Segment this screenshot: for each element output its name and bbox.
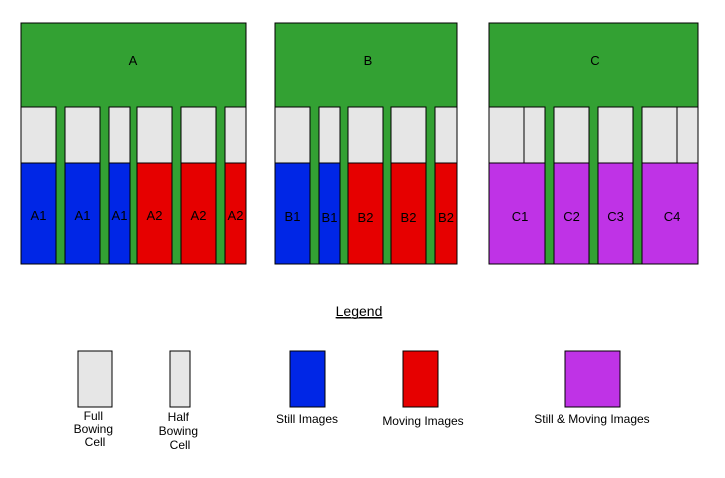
full-bowing-cell-swatch [77,350,113,408]
full-bowing-cell [180,106,217,164]
cell-label: B2 [438,210,454,225]
panel-b-outline [274,22,458,265]
full-bowing-cell [64,106,101,164]
moving-images-swatch [402,350,439,408]
cell-label: A2 [147,208,163,223]
half-bowing-cell [523,106,546,164]
panel-c-title: C [590,53,599,68]
full-bowing-cell [136,106,173,164]
cell-label: A2 [191,208,207,223]
cell-label: C4 [664,209,681,224]
panel-c-column: C3 [597,106,634,265]
cell-label: C2 [563,209,580,224]
legend-item-moving-images: Moving Images [382,350,464,428]
full-bowing-cell [390,106,427,164]
moving-image-cell [390,162,427,265]
legend-item-full-bowing-cell: Full Bowing Cell [74,350,117,449]
panel-c: C C1 C2 C3 C4 [488,22,699,265]
legend-label: Still & Moving Images [534,412,649,426]
panel-a-column: A2 [180,106,217,265]
cell-label: B2 [358,210,374,225]
panel-a-outline [20,22,247,265]
half-bowing-cell [108,106,131,164]
full-bowing-cell [488,106,525,164]
panel-c-outline [488,22,699,265]
panel-b-title: B [364,53,373,68]
still-image-cell [64,162,101,265]
half-bowing-cell [318,106,341,164]
panel-c-column: C2 [553,106,590,265]
full-bowing-cell [597,106,634,164]
panel-c-column: C1 [488,106,546,265]
cell-label: A1 [31,208,47,223]
panel-a-column: A2 [136,106,173,265]
panel-a-column: A1 [20,106,57,265]
panel-c-column: C4 [641,106,699,265]
legend-label: Moving Images [382,414,463,428]
still-images-swatch [289,350,326,408]
panel-b-column: B1 [318,106,341,265]
panel-b-column: B2 [347,106,384,265]
half-bowing-cell-swatch [169,350,191,408]
cell-label: C1 [512,209,529,224]
legend-label: Full Bowing Cell [74,409,117,449]
half-bowing-cell [224,106,247,164]
panel-b-column: B2 [390,106,427,265]
full-bowing-cell [641,106,678,164]
full-bowing-cell [553,106,590,164]
cell-label: B1 [322,210,338,225]
full-bowing-cell [20,106,57,164]
legend-item-still-images: Still Images [276,350,338,426]
legend-label: Still Images [276,412,338,426]
legend-item-half-bowing-cell: Half Bowing Cell [159,350,202,452]
cell-label: B2 [401,210,417,225]
panel-a-column: A1 [108,106,131,265]
still-and-moving-cell [488,162,546,265]
panel-a-column: A2 [224,106,247,265]
cell-label: A2 [228,208,244,223]
panel-b: B B1 B1 B2 B2 B2 [274,22,458,265]
still-image-cell [20,162,57,265]
legend-title: Legend [336,303,383,319]
legend: Legend Full Bowing Cell Half Bowing Cell… [74,303,650,452]
cell-label: C3 [607,209,624,224]
legend-item-still-moving-images: Still & Moving Images [534,350,650,426]
legend-label: Half Bowing Cell [159,410,202,452]
still-and-moving-cell [597,162,634,265]
cell-label: B1 [285,209,301,224]
cell-label: A1 [112,208,128,223]
still-and-moving-cell [553,162,590,265]
full-bowing-cell [274,106,311,164]
half-bowing-cell [676,106,699,164]
panel-a: A A1 A1 A1 A2 A2 A2 [20,22,247,265]
still-moving-images-swatch [564,350,621,408]
full-bowing-cell [347,106,384,164]
panel-b-column: B2 [434,106,458,265]
cell-label: A1 [75,208,91,223]
panel-a-title: A [129,53,138,68]
panel-a-column: A1 [64,106,101,265]
panel-b-column: B1 [274,106,311,265]
half-bowing-cell [434,106,458,164]
